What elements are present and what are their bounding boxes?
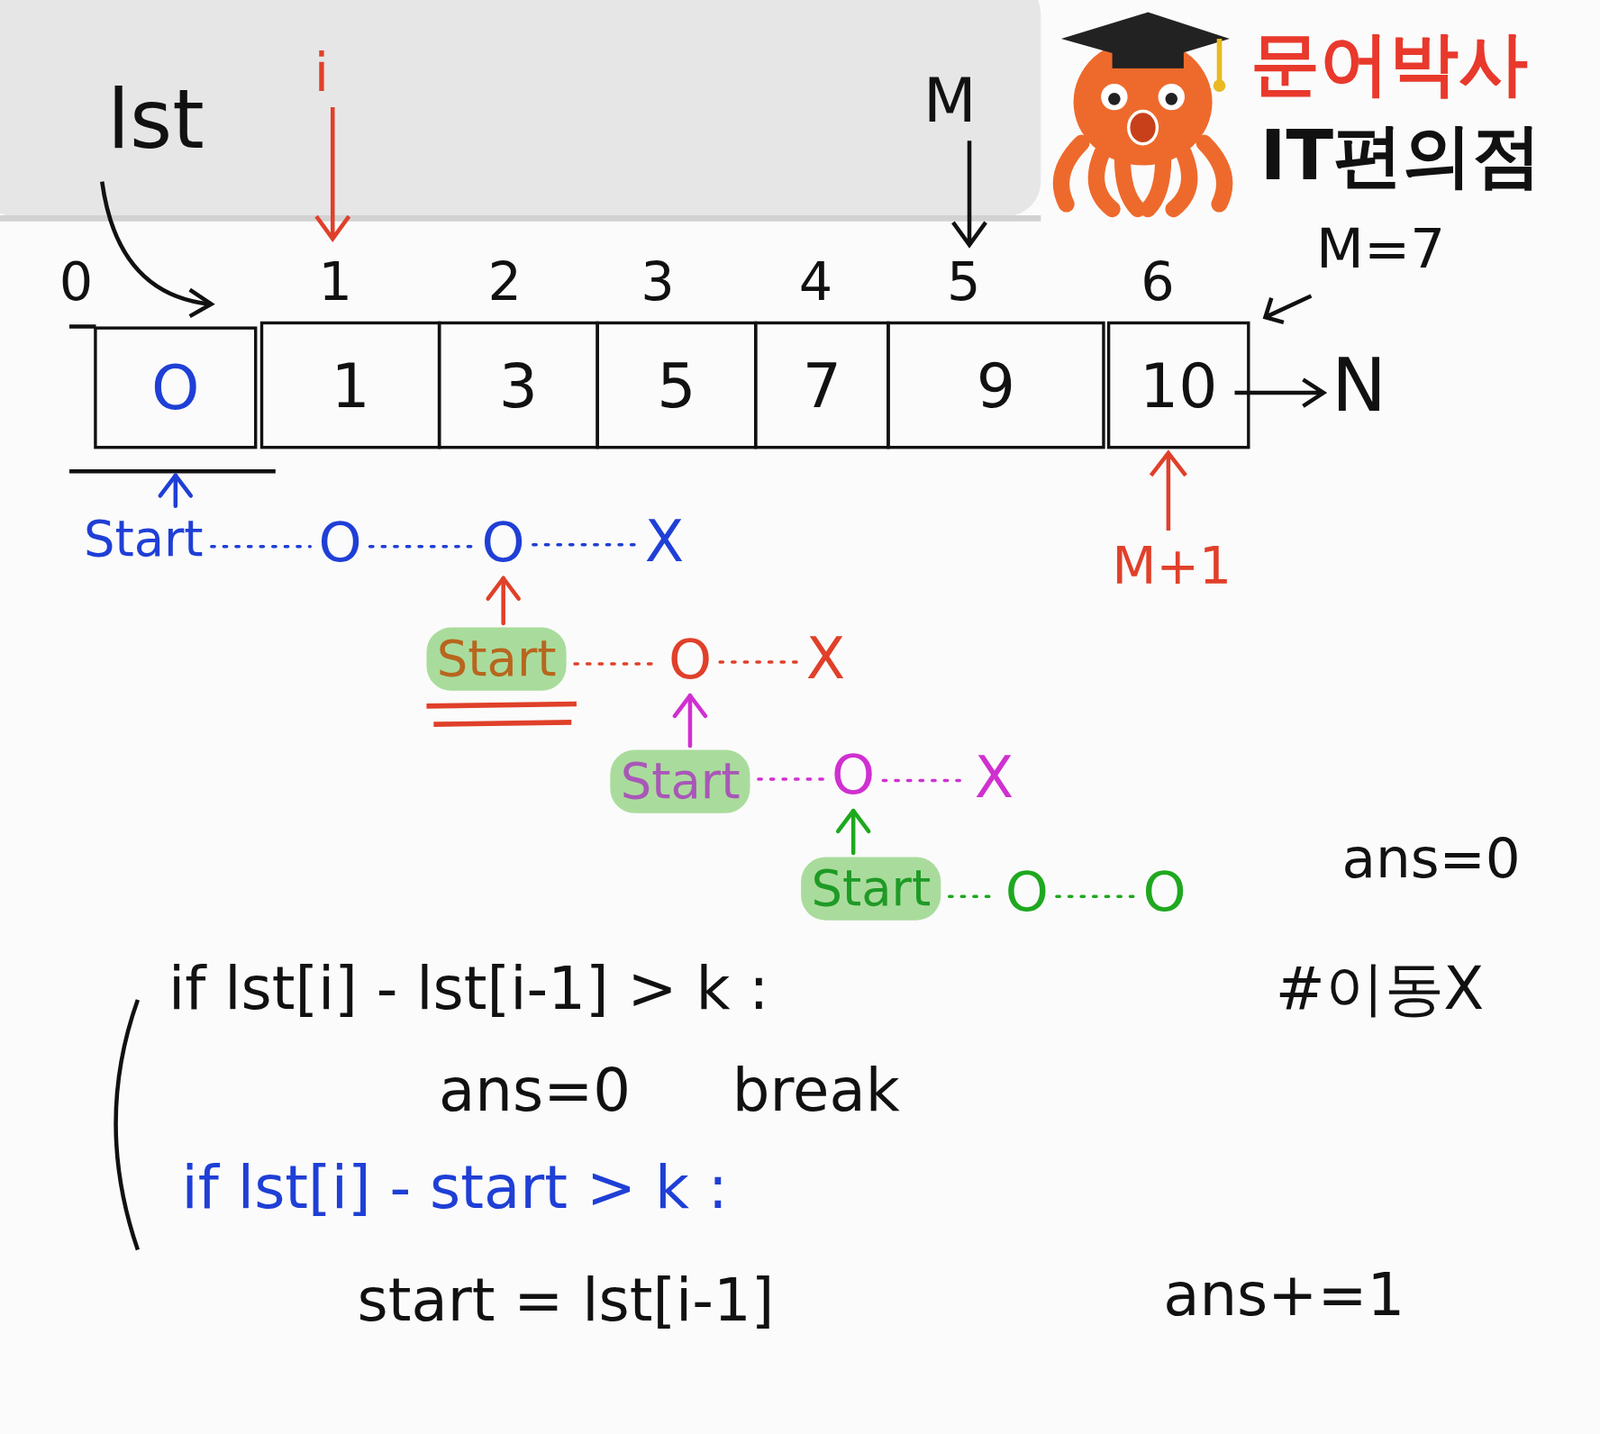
dotted-trace [949, 894, 998, 898]
annotation: N [1331, 341, 1387, 430]
annotation: Start [800, 856, 941, 920]
cell-value: O [151, 351, 200, 426]
array-cell: 5 [595, 321, 757, 450]
octopus-pupil [1164, 92, 1178, 106]
annotation: Start [609, 750, 750, 814]
index-number: 2 [487, 250, 521, 315]
arrow-head [488, 578, 504, 600]
index-pointer: i [314, 40, 329, 105]
array-cell: 3 [437, 321, 600, 450]
logo-text: IT편의점 [1260, 114, 1542, 198]
octopus-mouth [1128, 110, 1158, 144]
index-number: 6 [1140, 250, 1174, 315]
cap-tassel-end [1213, 79, 1227, 92]
annotation: Start [426, 627, 566, 691]
array-rule [69, 326, 276, 472]
dotted-trace [574, 662, 661, 665]
arrow-head [837, 810, 854, 832]
pointer-arrow [316, 107, 349, 239]
arrow-head [853, 810, 869, 832]
annotation: X [974, 743, 1014, 812]
code-line: ans+=1 [1163, 1260, 1405, 1332]
cell-value: 3 [499, 348, 538, 423]
cell-value: 5 [656, 348, 696, 423]
arrow-head [160, 475, 176, 497]
arrow-head [690, 695, 706, 717]
cap-tassel [1217, 38, 1223, 82]
annotation: M+1 [1112, 536, 1232, 598]
annotation: M=7 [1316, 216, 1446, 282]
code-line: if lst[i] - start > k : [181, 1153, 728, 1225]
cell-value: 10 [1139, 348, 1218, 423]
annotation: X [806, 624, 846, 693]
dotted-trace [1056, 894, 1136, 898]
index-number: 4 [799, 250, 833, 315]
pointer-arrow [953, 140, 986, 246]
pointer-arrow [851, 810, 856, 854]
pointer-arrow [688, 695, 693, 746]
banner-shadow [0, 215, 1041, 222]
annotation: Start [83, 509, 204, 569]
arrow-head [674, 695, 691, 717]
annotation: O [318, 509, 362, 576]
code-line: if lst[i] - lst[i-1] > k : [168, 954, 770, 1026]
dotted-trace [882, 779, 966, 782]
arrow-head [190, 290, 212, 317]
graduation-cap-band [1112, 45, 1184, 69]
array-cell: 1 [260, 321, 441, 450]
dotted-trace [211, 545, 311, 548]
cell-value: 7 [802, 348, 842, 423]
grey-banner [0, 0, 1041, 217]
annotation: ans=0 [1341, 826, 1520, 892]
octopus-eye [1158, 83, 1185, 110]
arrow-head [503, 578, 519, 600]
annotation: O [481, 509, 526, 576]
array-cell: 10 [1107, 321, 1251, 450]
logo-text: 문어박사 [1250, 22, 1528, 106]
cell-value: 9 [976, 348, 1016, 423]
annotation: X [645, 507, 684, 576]
octopus-logo [1061, 12, 1230, 210]
annotation: O [1005, 860, 1049, 927]
code-line: ans=0 break [438, 1055, 900, 1128]
octopus-head [1073, 38, 1213, 165]
dotted-trace [370, 545, 474, 548]
array-cell: O [93, 326, 257, 449]
array-cell: 7 [754, 321, 891, 450]
dotted-trace [533, 543, 637, 546]
array-cell: 9 [886, 321, 1105, 450]
pointer-arrow [1151, 453, 1187, 531]
array-name: lst [107, 71, 205, 170]
script-lines [160, 475, 1136, 897]
code-line: start = lst[i-1] [356, 1264, 774, 1337]
code-bracket [116, 1000, 138, 1251]
octopus-eye [1100, 83, 1128, 110]
pointer-arrow [500, 578, 506, 624]
code-line: #이동X [1275, 954, 1484, 1026]
dotted-trace [758, 777, 824, 781]
pointer-name: M [923, 63, 977, 137]
annotation: O [831, 743, 875, 810]
index-number: 5 [946, 250, 981, 315]
annotation: O [1143, 860, 1187, 927]
pointer-arrow [1264, 295, 1311, 322]
pointer-arrow [101, 181, 210, 305]
double-underline [426, 704, 577, 726]
index-number: 1 [318, 250, 352, 315]
index-number: 0 [59, 250, 93, 315]
cell-value: 1 [330, 348, 370, 423]
octopus-pupil [1108, 92, 1121, 106]
index-number: 3 [640, 250, 674, 315]
annotation: O [668, 627, 712, 694]
dotted-trace [719, 660, 799, 664]
arrow-head [175, 475, 191, 497]
